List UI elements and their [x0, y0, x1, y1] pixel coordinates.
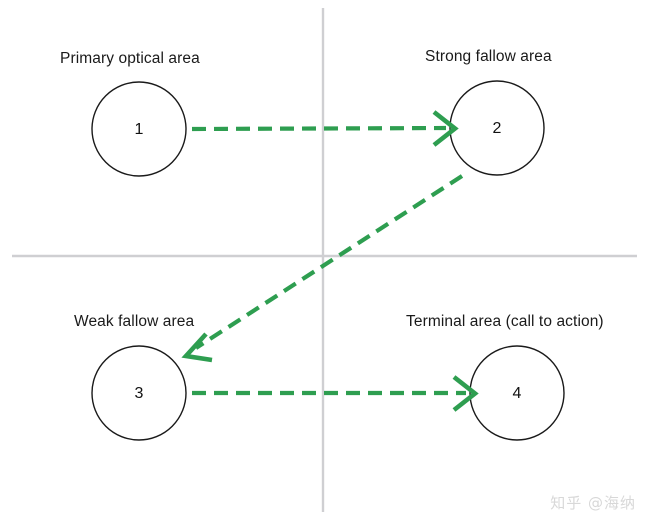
node-circle-2[interactable] [449, 80, 545, 176]
watermark: 知乎 @海纳 [550, 494, 636, 512]
node-circle-4[interactable] [469, 345, 565, 441]
flow-arrow-1-to-2 [191, 110, 459, 147]
node-label-1: Primary optical area [60, 50, 200, 67]
node-label-2: Strong fallow area [425, 48, 552, 65]
node-label-3: Weak fallow area [74, 313, 195, 330]
flow-arrow-2-to-3 [181, 174, 464, 363]
flow-arrow-3-to-4 [192, 375, 479, 412]
node-number-2: 2 [492, 120, 502, 137]
node-number-1: 1 [134, 121, 144, 138]
node-number-3: 3 [134, 385, 144, 402]
node-circle-3[interactable] [91, 345, 187, 441]
node-circle-1[interactable] [91, 81, 187, 177]
node-label-4: Terminal area (call to action) [406, 313, 604, 330]
node-number-4: 4 [512, 385, 522, 402]
